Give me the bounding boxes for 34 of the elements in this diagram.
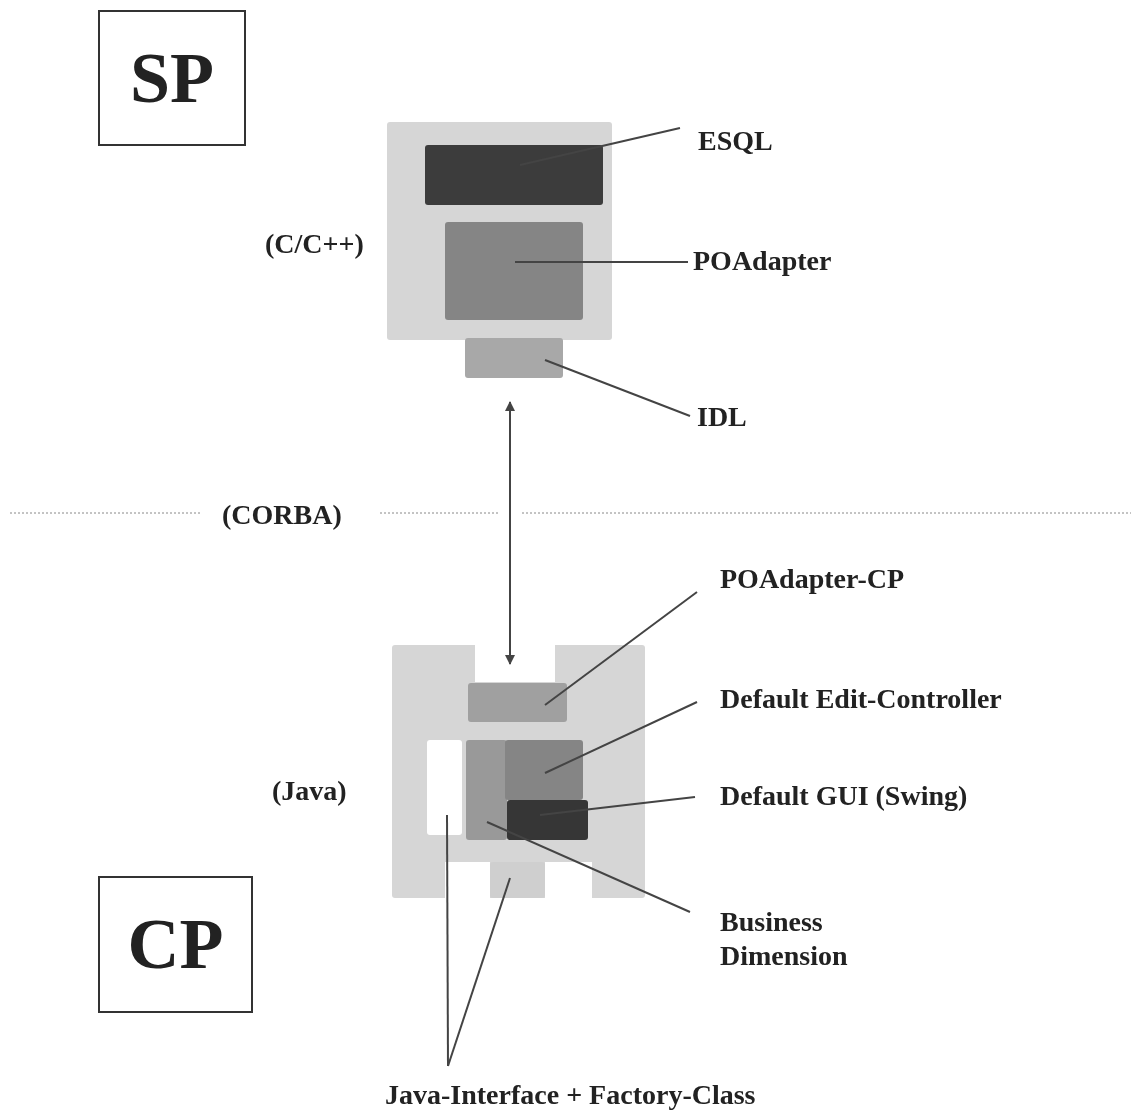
- component-label: Default Edit-Controller: [720, 682, 1100, 718]
- database-layer-block: [425, 145, 603, 205]
- component-label: ESQL: [698, 124, 818, 160]
- interface-slot: [427, 740, 462, 835]
- leader-line: [544, 701, 698, 774]
- leader-line: [486, 821, 691, 913]
- business-block: [466, 740, 507, 840]
- leader-line: [544, 359, 691, 417]
- gui-block: [507, 800, 588, 840]
- component-label: POAdapter: [693, 244, 893, 280]
- component-label: Business Dimension: [720, 905, 910, 977]
- protocol-label: (CORBA): [222, 498, 342, 532]
- component-frame: [392, 645, 645, 898]
- adapter-block: [468, 683, 567, 722]
- interface-tab: [465, 338, 563, 378]
- leader-line: [539, 796, 696, 816]
- component-label: POAdapter-CP: [720, 562, 940, 598]
- controller-block: [505, 740, 583, 800]
- leader-line: [544, 591, 698, 706]
- leader-line: [447, 877, 511, 1067]
- title-box: CP: [98, 876, 253, 1013]
- double-arrow: [505, 401, 515, 665]
- component-label: Default GUI (Swing): [720, 779, 1060, 815]
- leader-line: [514, 261, 689, 263]
- factory-tab: [490, 862, 545, 898]
- component-frame: [387, 122, 612, 340]
- component-label: IDL: [697, 400, 777, 436]
- adapter-block: [445, 222, 583, 320]
- leader-line: [519, 127, 681, 166]
- leader-line: [446, 814, 449, 1067]
- component-label: Java-Interface + Factory-Class: [385, 1078, 805, 1114]
- language-label: (Java): [272, 774, 347, 808]
- language-label: (C/C++): [265, 227, 364, 261]
- title-box: SP: [98, 10, 246, 146]
